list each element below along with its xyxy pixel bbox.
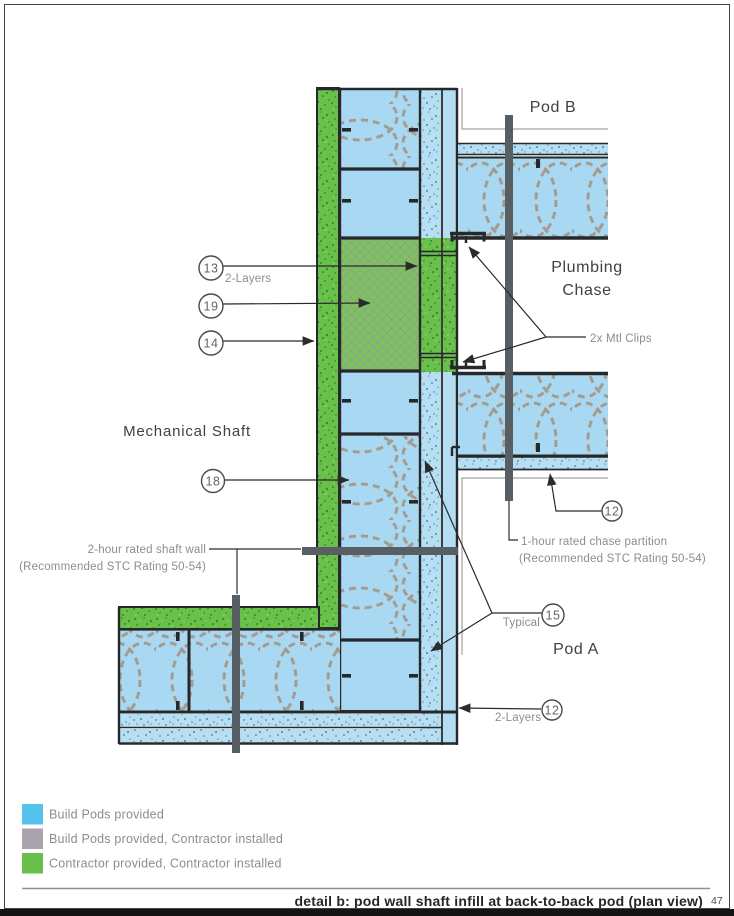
mtl-clips-annotation: 2x Mtl Clips — [462, 246, 652, 364]
shaft-vertical-wall — [316, 87, 459, 745]
page-bottom-bar — [0, 909, 734, 916]
callout-14: 14 — [198, 330, 315, 356]
mtl-clips-label: 2x Mtl Clips — [590, 333, 652, 345]
page-number: 47 — [711, 895, 723, 907]
chase-partition-label-line1: 1-hour rated chase partition — [521, 536, 667, 548]
shaft-wall-marker-bar-vertical — [232, 595, 240, 753]
pod-a-insulation — [458, 375, 608, 455]
pod-a-outlines — [450, 371, 608, 471]
shaft-wall-label-line1: 2-hour rated shaft wall — [88, 544, 206, 556]
bottom-board-layer-2 — [119, 729, 421, 742]
stud-tab — [536, 159, 540, 168]
infill-board-layer-1-green — [421, 238, 441, 372]
insulation-batt-bay-top — [341, 89, 419, 168]
callout-14-number: 14 — [204, 337, 219, 351]
callout-19: 19 — [198, 293, 371, 319]
bottom-board-layer-1 — [119, 714, 421, 727]
callout-13: 13 2-Layers — [198, 255, 418, 285]
callout-12-top: 12 — [547, 473, 623, 522]
shaft-bottom-wall — [117, 606, 457, 745]
stud-tabs — [176, 632, 304, 710]
board-layer-2 — [443, 88, 457, 745]
detail-caption: detail b: pod wall shaft infill at back-… — [294, 893, 703, 909]
shaft-wall-marker-bar-horizontal — [302, 547, 458, 555]
chase-partition-label-line2: (Recommended STC Rating 50-54) — [519, 553, 706, 565]
wall-outlines — [317, 87, 459, 745]
metal-clip-top — [450, 231, 486, 243]
bottom-wall-outlines — [117, 607, 457, 745]
pod-a-boundary-line — [461, 477, 608, 655]
legend: Build Pods provided Build Pods provided,… — [22, 804, 283, 874]
shaft-wall-label-line2: (Recommended STC Rating 50-54) — [19, 561, 206, 573]
chase-partition-annotation: 1-hour rated chase partition (Recommende… — [508, 501, 706, 565]
infill-hatch-bay — [341, 239, 419, 371]
chase-partition-marker-bar — [505, 115, 513, 501]
callout-15-number: 15 — [546, 609, 561, 623]
stud-tab — [536, 443, 540, 452]
bottom-insulation-cavity — [120, 630, 340, 713]
legend-swatch-build-pods — [22, 804, 43, 825]
shaft-wall-annotation: 2-hour rated shaft wall (Recommended STC… — [19, 544, 301, 594]
mechanical-shaft-label: Mechanical Shaft — [123, 423, 251, 440]
pod-b-insulation — [458, 157, 608, 237]
legend-swatch-contractor — [22, 853, 43, 874]
pod-b-board-strip — [458, 143, 608, 154]
stud-tabs — [342, 128, 418, 678]
two-layers-bottom-label: 2-Layers — [495, 712, 541, 724]
bottom-liner-green — [118, 606, 320, 630]
pod-a-label: Pod A — [553, 641, 599, 658]
callout-12-bottom-number: 12 — [545, 704, 560, 718]
callout-12-bottom: 12 2-Layers — [458, 699, 563, 724]
pod-a-board-strip — [458, 457, 608, 469]
pod-b-boundary-line — [461, 88, 608, 130]
typical-label: Typical — [503, 617, 540, 629]
callout-12-top-number: 12 — [605, 505, 620, 519]
callout-15-typical: 15 Typical — [424, 460, 565, 652]
page-border — [4, 4, 730, 909]
callout-13-label: 2-Layers — [225, 273, 271, 285]
legend-label-build-pods-contractor: Build Pods provided, Contractor installe… — [49, 832, 283, 846]
callout-19-number: 19 — [204, 300, 219, 314]
legend-label-build-pods: Build Pods provided — [49, 808, 164, 822]
legend-swatch-build-pods-contractor — [22, 828, 43, 849]
wall-rating-markers — [232, 115, 513, 753]
caption-block: detail b: pod wall shaft infill at back-… — [22, 887, 723, 909]
plumbing-chase-label-line2: Chase — [562, 282, 611, 299]
pod-b-wall — [450, 142, 608, 243]
callout-13-number: 13 — [204, 262, 219, 276]
insulation-batt-bay-lower — [341, 436, 419, 639]
infill-board-layer-2-green — [443, 238, 457, 372]
pod-a-wall — [450, 360, 608, 471]
pod-b-outlines — [452, 142, 608, 240]
pod-b-label: Pod B — [530, 99, 577, 116]
plumbing-chase-label-line1: Plumbing — [551, 259, 623, 276]
callout-18-number: 18 — [206, 475, 221, 489]
metal-clip-lines — [419, 250, 456, 359]
legend-label-contractor: Contractor provided, Contractor installe… — [49, 857, 282, 871]
callout-18: 18 — [200, 468, 350, 494]
